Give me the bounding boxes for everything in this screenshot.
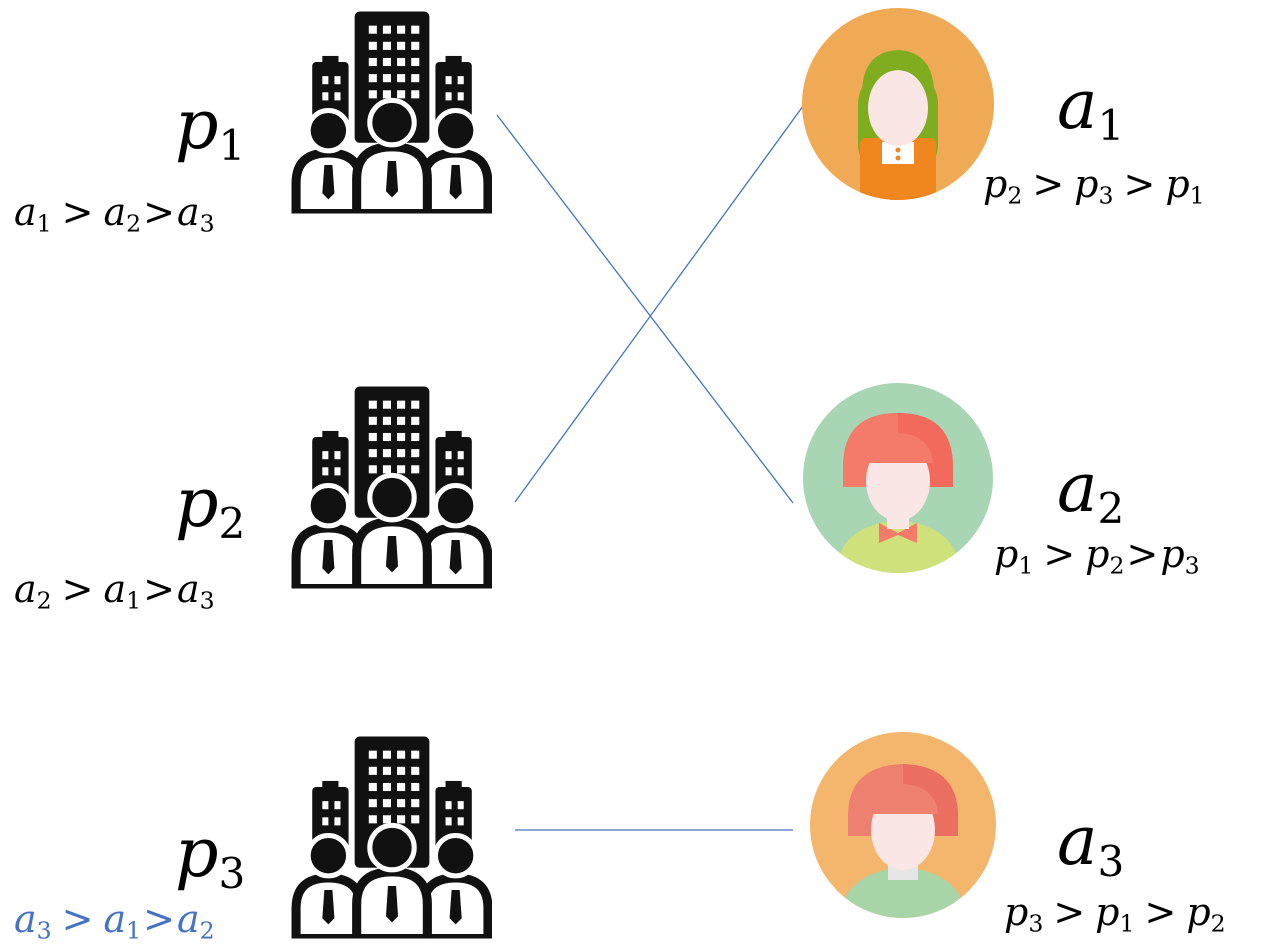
acceptor-label-a3: a3 xyxy=(1057,808,1124,883)
pref-item: p1 xyxy=(1165,162,1205,210)
gt-symbol: > xyxy=(143,897,175,941)
gt-symbol: > xyxy=(61,190,94,234)
pref-item: a2 xyxy=(176,897,215,945)
pref-item: a2 xyxy=(103,190,142,238)
gt-symbol: > xyxy=(143,190,175,234)
pref-item: a3 xyxy=(14,897,52,945)
match-line-p1-a2 xyxy=(496,114,794,504)
acceptor-label-a1: a1 xyxy=(1057,72,1124,147)
acceptor-pref-a1: p2>p3>p1 xyxy=(983,165,1205,208)
pref-item: a1 xyxy=(14,190,52,238)
office-building-with-employees-icon xyxy=(290,385,492,590)
pref-item: p2 xyxy=(1186,890,1226,938)
gt-symbol: > xyxy=(1126,532,1159,576)
gt-symbol: > xyxy=(1053,890,1086,934)
woman-avatar-green-hair-icon xyxy=(802,8,994,200)
proposer-pref-p2: a2>a1>a3 xyxy=(14,570,215,613)
acceptor-subscript: 2 xyxy=(1097,483,1125,533)
proposer-letter: p xyxy=(175,464,219,543)
woman-avatar-red-hair-icon xyxy=(810,732,996,918)
proposer-subscript: 2 xyxy=(218,498,246,548)
pref-item: a3 xyxy=(176,190,215,238)
woman-avatar-red-bob-icon xyxy=(803,383,993,573)
acceptor-pref-a3: p3>p1>p2 xyxy=(1004,893,1226,936)
gt-symbol: > xyxy=(1123,162,1156,206)
match-line-p2-a1 xyxy=(514,101,807,503)
pref-item: p2 xyxy=(983,162,1023,210)
acceptor-letter: a xyxy=(1057,66,1098,145)
gt-symbol: > xyxy=(61,567,94,611)
proposer-letter: p xyxy=(175,814,219,893)
office-building-with-employees-icon xyxy=(290,10,492,215)
pref-item: a3 xyxy=(176,567,215,615)
proposer-label-p3: p3 xyxy=(175,820,245,895)
pref-item: a1 xyxy=(103,897,142,945)
proposer-label-p2: p2 xyxy=(175,470,245,545)
pref-item: p1 xyxy=(994,532,1034,580)
proposer-pref-p3: a3>a1>a2 xyxy=(14,900,215,943)
office-building-with-employees-icon xyxy=(290,735,492,940)
acceptor-subscript: 3 xyxy=(1097,836,1125,886)
gt-symbol: > xyxy=(61,897,94,941)
proposer-pref-p1: a1>a2>a3 xyxy=(14,193,215,236)
pref-item: p1 xyxy=(1095,890,1135,938)
acceptor-letter: a xyxy=(1057,802,1098,881)
gt-symbol: > xyxy=(1043,532,1076,576)
acceptor-subscript: 1 xyxy=(1097,100,1125,150)
gt-symbol: > xyxy=(143,567,175,611)
acceptor-letter: a xyxy=(1057,449,1098,528)
pref-item: p3 xyxy=(1004,890,1044,938)
acceptor-pref-a2: p1>p2>p3 xyxy=(994,535,1200,578)
acceptor-label-a2: a2 xyxy=(1057,455,1124,530)
pref-item: p3 xyxy=(1074,162,1114,210)
gt-symbol: > xyxy=(1032,162,1065,206)
pref-item: a1 xyxy=(103,567,142,615)
pref-item: a2 xyxy=(14,567,52,615)
gt-symbol: > xyxy=(1144,890,1177,934)
proposer-letter: p xyxy=(175,86,219,165)
pref-item: p3 xyxy=(1160,532,1200,580)
proposer-label-p1: p1 xyxy=(175,92,245,167)
proposer-subscript: 1 xyxy=(218,120,246,170)
pref-item: p2 xyxy=(1085,532,1125,580)
proposer-subscript: 3 xyxy=(218,848,246,898)
